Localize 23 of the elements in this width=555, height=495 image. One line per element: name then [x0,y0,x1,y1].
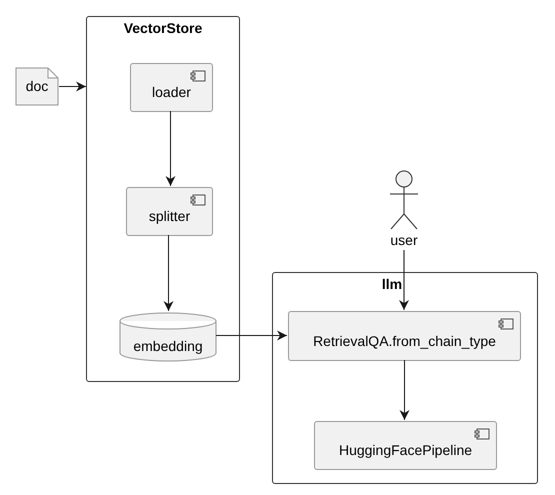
document-note [15,67,59,106]
node-label: embedding [132,338,204,354]
arrow [166,110,176,186]
package-frame [86,16,240,382]
arrow [399,250,409,310]
arrow [164,234,174,312]
component-box [288,311,521,361]
node-label: HuggingFacePipeline [338,442,474,458]
arrow [58,82,86,92]
node-label: splitter [148,208,192,224]
arrow [400,360,410,420]
package-frame [272,272,538,484]
package-title: VectorStore [122,20,204,36]
component-box [314,421,497,470]
database-cylinder [119,312,217,362]
node-label: RetrievalQA.from_chain_type [312,332,497,348]
node-label: loader [151,84,192,100]
node-label: doc [24,78,50,94]
arrow [216,330,288,340]
node-label: user [389,232,419,248]
component-box [126,187,213,236]
component-box [130,63,213,112]
package-title: llm [380,276,404,292]
